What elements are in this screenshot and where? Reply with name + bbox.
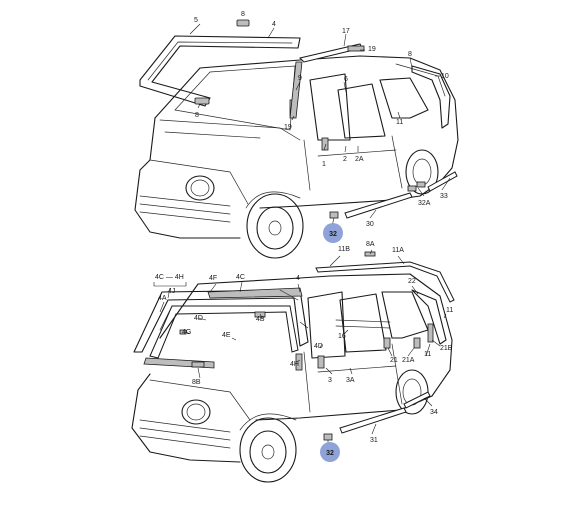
top-car-illustration [134,19,459,259]
callout-3: 3 [328,377,332,384]
callout-11b: 11B [338,246,350,253]
callout-16: 16 [338,333,346,340]
callout-11a: 11A [392,247,404,254]
callout-11: 11 [446,307,453,314]
callout-4c-4h: 4C — 4H [155,274,184,281]
callout-3a: 3A [346,377,355,384]
callout-8: 8 [408,51,412,58]
callout-30: 30 [366,221,374,228]
callout-33: 33 [440,193,448,200]
callout-19: 19 [284,124,292,131]
callout-4c: 4C [236,274,245,281]
badge-label-32: 32 [329,231,337,238]
bottom-callouts: 11B 8A 11A 4C — 4H 4J 4F 4C 4 22 4A 4D 4… [153,241,453,444]
callout-4h: 4H [290,361,299,368]
badge-circle [323,223,343,243]
callout-32a: 32A [418,200,431,207]
bottom-highlight-badge[interactable]: 32 [320,442,340,462]
callout-19: 19 [368,46,376,53]
callout-8: 8 [241,11,245,18]
bottom-car-illustration [131,249,455,483]
callout-4j: 4J [168,288,175,295]
callout-8b: 8B [192,379,201,386]
badge-circle [320,442,340,462]
callout-4a: 4A [158,295,167,302]
callout-22: 22 [408,278,416,285]
callout-4b: 4B [256,316,265,323]
callout-5: 5 [194,17,198,24]
callout-17: 17 [342,28,350,35]
callout-1: 1 [322,161,326,168]
callout-9: 9 [298,75,302,82]
callout-8a: 8A [366,241,375,248]
callout-2: 2 [343,156,347,163]
callout-11-lower: 11 [424,351,431,358]
callout-4g: 4G [182,329,191,336]
callout-31: 31 [370,437,378,444]
callout-8: 8 [195,112,199,119]
callout-4d-side: 4D [314,343,323,350]
callout-21b: 21B [440,345,453,352]
top-highlight-badge[interactable]: 32 [323,223,343,243]
callout-10: 10 [441,73,449,80]
callout-4: 4 [296,275,300,282]
callout-21a: 21A [402,357,415,364]
callout-11: 11 [396,119,403,126]
callout-4e: 4E [222,332,231,339]
callout-4d: 4D [194,315,203,322]
top-callouts: 5 8 4 17 19 8 6 10 9 8 19 11 1 2 2A 32A … [194,11,449,228]
callout-34: 34 [430,409,438,416]
callout-2a: 2A [355,156,364,163]
callout-6: 6 [344,76,348,83]
callout-21: 21 [390,357,398,364]
badge-label-32: 32 [326,450,334,457]
callout-4: 4 [272,21,276,28]
callout-4f: 4F [209,275,217,282]
